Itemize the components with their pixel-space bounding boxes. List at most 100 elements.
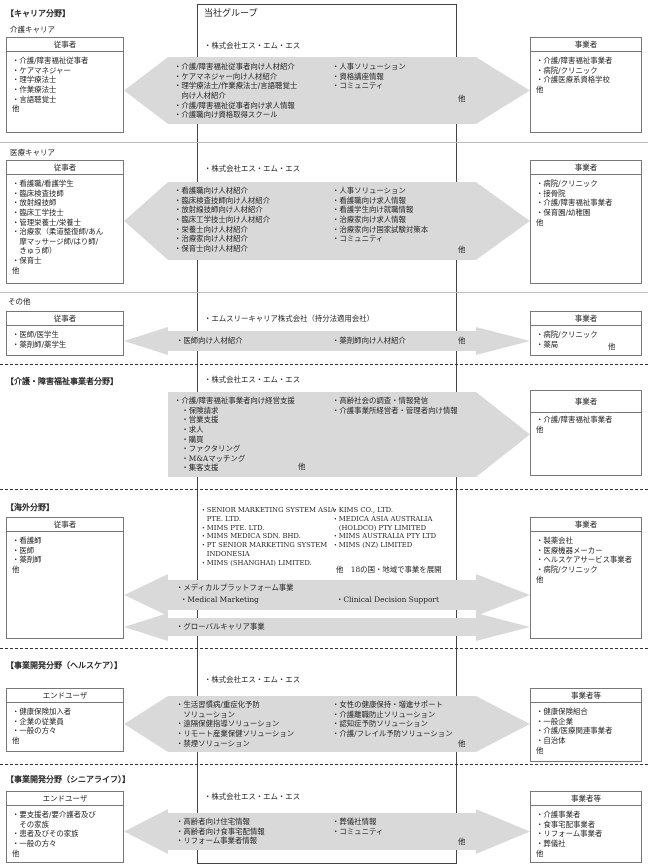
service-item: ・高齢者向け食事宅配情報 (176, 826, 265, 836)
service-item: ・葬儀社情報 (332, 817, 377, 826)
service-item: ・コミュニティ (332, 81, 384, 91)
box-header: 事業者 (531, 38, 641, 52)
service-item: ・介護/障害福祉事業者向け経営支援 (174, 396, 295, 405)
list-item: 他 (536, 745, 544, 755)
list-item: ・介護/障害福祉事業者 (536, 415, 613, 424)
bidirectional-arrow (124, 327, 530, 355)
bidirectional-arrow (124, 574, 530, 616)
service-item: ソリューション (176, 709, 235, 719)
section-title-seniorlife: 【事業開発分野（シニアライフ）】 (6, 774, 130, 784)
company-item: ・PT SENIOR MARKETING SYSTEM (200, 541, 328, 550)
company-item: ・SENIOR MARKETING SYSTEM ASIA (200, 506, 336, 514)
subsection-other: その他 (8, 297, 31, 306)
list-item: ・薬局 (536, 339, 559, 349)
list-item: ・医師 (12, 545, 35, 555)
list-item: 他 (12, 564, 20, 574)
list-item: ・放射線技師 (12, 198, 57, 208)
service-item: ・看護職向け求人情報 (332, 195, 406, 205)
list-item: 摩マッサージ師/はり師/ (12, 236, 99, 246)
list-item: ・介護/障害福祉従事者 (12, 56, 89, 65)
list-item: ・病院/クリニック (536, 564, 598, 574)
company-item: PTE. LTD. (200, 514, 242, 523)
list-item: ・理学療法士 (12, 75, 57, 85)
dashed-divider (0, 364, 648, 365)
service-item: ・治療家向け国家試験対策本 (332, 224, 429, 234)
dashed-divider (0, 764, 648, 765)
company-item: INDONESIA (200, 550, 250, 559)
service-column-1: ・介護/障害福祉事業者向け経営支援 ・保険請求 ・営業支援 ・求人 ・購買 ・フ… (174, 396, 295, 473)
list: ・病院/クリニック ・接骨院 ・介護/障害福祉事業者 ・保育園/幼稚園 他 (536, 179, 612, 227)
group-title: 当社グループ (204, 9, 258, 19)
dashed-divider (0, 489, 648, 490)
service-item: ・薬剤師向け人材紹介 (332, 336, 406, 345)
bidirectional-arrow (124, 809, 530, 854)
box-header: 事業者等 (531, 689, 641, 703)
right-box-businesses: 事業者 ・製薬会社 ・医療機器メーカー ・ヘルスケアサービス事業者 ・病院/クリ… (530, 517, 642, 639)
list-item: ・臨床検査技師 (12, 188, 64, 198)
section-title-healthcare: 【事業開発分野（ヘルスケア）】 (6, 660, 122, 670)
list-item: ・介護/障害福祉事業者 (536, 56, 613, 65)
left-box-workers: 従事者 ・医師/医学生 ・薬剤師/薬学生 (6, 311, 124, 356)
company-label: ・エムスリーキャリア株式会社（持分法適用会社） (204, 314, 374, 323)
list: ・健康保険加入者 ・企業の従業員 ・一般の方々 他 (12, 707, 71, 746)
list: ・看護職/看護学生 ・臨床検査技師 ・放射線技師 ・臨床工学技士 ・管理栄養士/… (12, 179, 103, 275)
dashed-divider (0, 648, 648, 649)
service-item: ・介護/フレイル予防ソリューション (332, 728, 453, 738)
service-item: ・介護職向け資格取得スクール (174, 110, 278, 120)
service-item: ・高齢社会の調査・情報発信 (332, 396, 429, 405)
list-item: ・薬剤師 (12, 555, 42, 565)
box-header: 事業者 (531, 161, 641, 175)
service-band (168, 813, 476, 850)
company-label: ・株式会社エス・エム・エス (204, 792, 301, 801)
service-item: ・ケアマネジャー向け人材紹介 (174, 71, 278, 81)
etc-label: 他 (608, 342, 616, 351)
service-item: ・介護事業所経営者・管理者向け情報 (332, 405, 458, 415)
list: ・医師/医学生 ・薬剤師/薬学生 (12, 330, 66, 349)
service-item: ・認知症予防ソリューション (332, 719, 428, 729)
service-item: ・女性の健康保持・増進サポート (332, 700, 443, 709)
list-item: ・保育園/幼稚園 (536, 207, 591, 217)
service-band (168, 182, 476, 260)
right-box-businesses: 事業者 ・介護/障害福祉事業者 ・病院/クリニック ・介護医療系資格学校 他 (530, 37, 642, 133)
company-item: (HOLDCO) PTY LIMITED (332, 523, 427, 532)
section-title-career: 【キャリア分野】 (6, 8, 70, 18)
service-item: ・保険請求 (174, 405, 219, 415)
service-item: ・理学療法士/作業療法士/言語聴覚士 (174, 81, 298, 91)
company-item: ・MIMS AUSTRALIA PTY LTD (332, 532, 437, 541)
list-item: ・医師/医学生 (12, 330, 59, 339)
list-item: ・一般の方々 (12, 838, 57, 848)
service-band (168, 696, 476, 752)
global-career-band (168, 618, 476, 636)
overseas-companies-2: ・KIMS CO., LTD. ・MEDICA ASIA AUSTRALIA (… (332, 506, 436, 550)
platform-band (168, 580, 476, 610)
service-column-2: ・葬儀社情報 ・コミュニティ (332, 817, 383, 836)
list: ・介護/障害福祉事業者 ・病院/クリニック ・介護医療系資格学校 他 (536, 56, 612, 95)
service-item: ・資格講座情報 (332, 71, 384, 81)
company-item: ・KIMS CO., LTD. (332, 506, 394, 514)
service-column-1: ・高齢者向け住宅情報 ・高齢者向け食事宅配情報 ・リフォーム事業者情報 (176, 817, 265, 846)
company-label: ・株式会社エス・エム・エス (204, 675, 301, 684)
list: ・介護/障害福祉事業者 他 (536, 415, 612, 434)
company-item: ・MEDICA ASIA AUSTRALIA (332, 514, 433, 523)
global-career-title: ・グローバルキャリア事業 (176, 622, 265, 631)
list-item: ・薬剤師/薬学生 (12, 339, 67, 349)
list-item: きゅう師） (12, 246, 57, 256)
list-item: ・自治体 (536, 735, 566, 745)
company-label: ・株式会社エス・エム・エス (204, 41, 301, 50)
service-item: ・リモート産業保健ソリューション (176, 728, 295, 738)
company-item: ・MIMS PTE. LTD. (200, 523, 265, 532)
list-item: ・葬儀社 (536, 838, 566, 848)
etc-label: 他 (458, 245, 466, 254)
list-item: ・看護師 (12, 536, 42, 545)
service-item: ・人事ソリューション (332, 62, 406, 71)
list-item: ・言語聴覚士 (12, 94, 57, 104)
service-item: ・看護学生向け就職情報 (332, 205, 414, 215)
list: ・製薬会社 ・医療機器メーカー ・ヘルスケアサービス事業者 ・病院/クリニック … (536, 536, 632, 584)
service-band (168, 57, 476, 124)
list-item: ・一般企業 (536, 716, 573, 726)
subsection-kaigo-career: 介護キャリア (10, 25, 55, 34)
bidirectional-arrow (124, 696, 530, 752)
box-header: 事業者等 (531, 792, 641, 806)
service-item: ・高齢者向け住宅情報 (176, 817, 250, 826)
list-item: 他 (12, 735, 20, 745)
